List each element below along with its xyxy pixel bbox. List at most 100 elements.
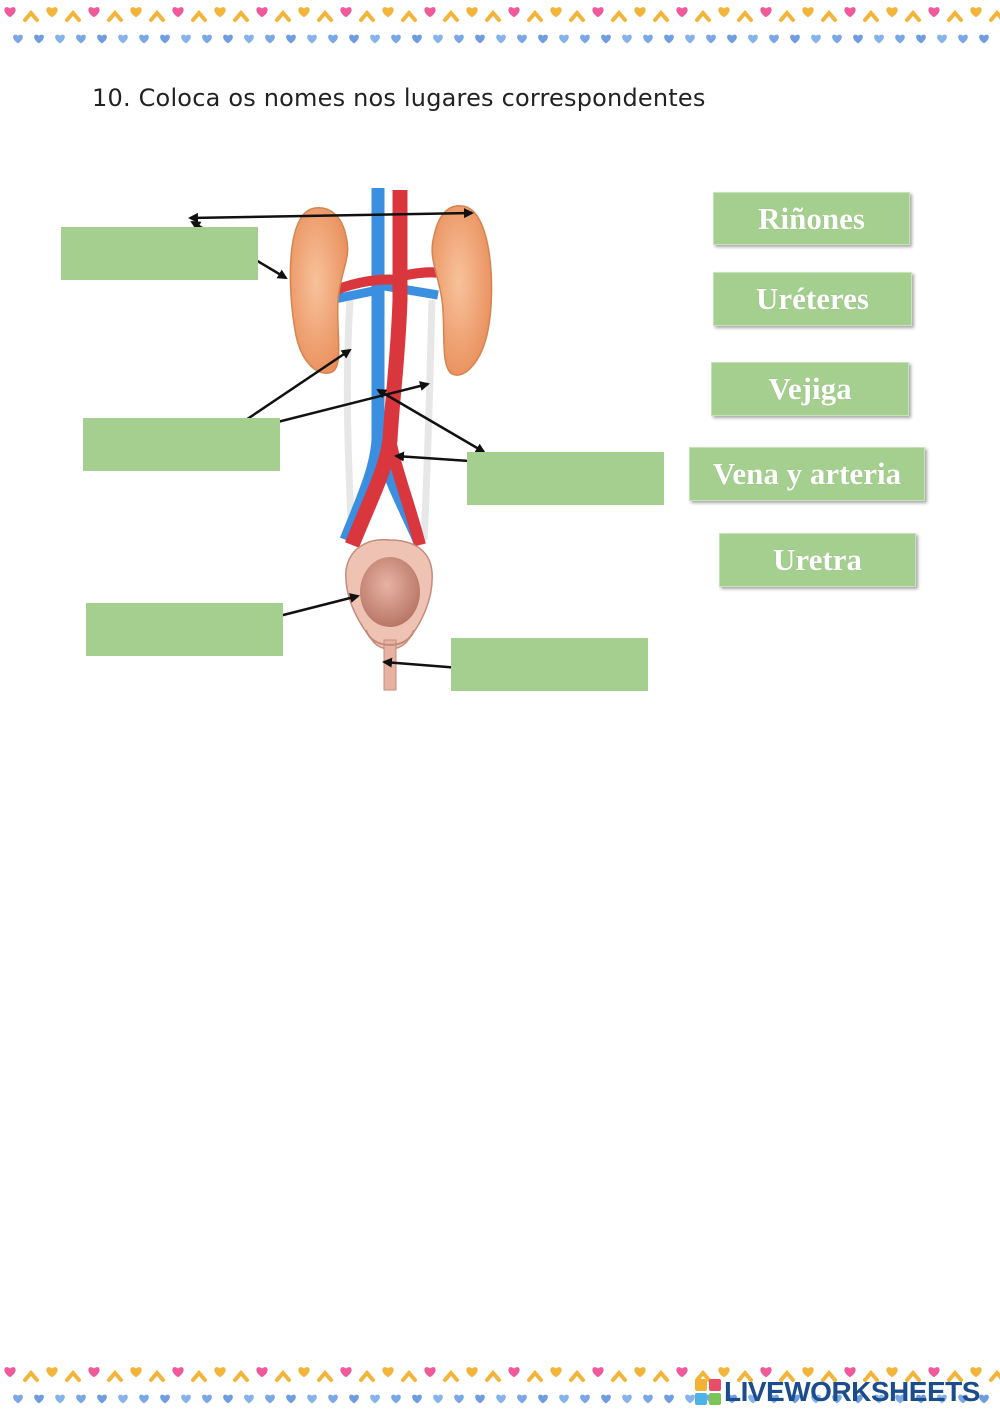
- heart-decoration: [55, 1394, 65, 1404]
- heart-decoration: [391, 34, 401, 44]
- word-card-vena-y-arteria[interactable]: Vena y arteria: [689, 447, 925, 501]
- word-card-uretra[interactable]: Uretra: [719, 533, 916, 587]
- heart-decoration: [118, 1394, 128, 1404]
- heart-decoration: [475, 34, 485, 44]
- heart-decoration: [718, 1367, 730, 1378]
- chevron-decoration: [653, 1369, 669, 1382]
- heart-decoration: [802, 1367, 814, 1378]
- heart-decoration: [223, 1394, 233, 1404]
- chevron-decoration: [317, 1369, 333, 1382]
- heart-decoration: [727, 34, 737, 44]
- heart-decoration: [643, 34, 653, 44]
- chevron-decoration: [569, 1369, 585, 1382]
- chevron-decoration: [821, 9, 837, 22]
- heart-decoration: [46, 7, 58, 18]
- chevron-decoration: [359, 9, 375, 22]
- heart-decoration: [634, 7, 646, 18]
- heart-decoration: [664, 1394, 674, 1404]
- heart-decoration: [559, 1394, 569, 1404]
- heart-decoration: [928, 1367, 940, 1378]
- heart-decoration: [160, 1394, 170, 1404]
- urinary-system-diagram: [188, 188, 493, 691]
- heart-decoration: [202, 1394, 212, 1404]
- liveworksheets-brand-text: LIVEWORKSHEETS: [724, 1376, 980, 1407]
- heart-decoration: [265, 34, 275, 44]
- heart-decoration: [769, 1394, 779, 1404]
- urethra: [383, 639, 397, 691]
- chevron-decoration: [947, 1369, 963, 1382]
- heart-decoration: [601, 34, 611, 44]
- heart-decoration: [349, 34, 359, 44]
- heart-decoration: [88, 7, 100, 18]
- heart-decoration: [202, 34, 212, 44]
- answer-box-bladder[interactable]: [86, 603, 283, 656]
- heart-decoration: [592, 7, 604, 18]
- heart-decoration: [685, 34, 695, 44]
- heart-decoration: [916, 1394, 926, 1404]
- heart-decoration: [580, 34, 590, 44]
- heart-decoration: [118, 34, 128, 44]
- heart-decoration: [748, 1394, 758, 1404]
- heart-decoration: [4, 7, 16, 18]
- heart-decoration: [76, 34, 86, 44]
- chevron-decoration: [401, 9, 417, 22]
- heart-decoration: [727, 1394, 737, 1404]
- heart-decoration: [517, 1394, 527, 1404]
- heart-decoration: [298, 1367, 310, 1378]
- heart-decoration: [760, 1367, 772, 1378]
- heart-decoration: [424, 7, 436, 18]
- heart-decoration: [181, 34, 191, 44]
- answer-box-ureters[interactable]: [83, 418, 280, 471]
- heart-decoration: [844, 1367, 856, 1378]
- chevron-decoration: [527, 9, 543, 22]
- liveworksheets-logo: LIVEWORKSHEETS: [695, 1376, 980, 1408]
- chevron-decoration: [485, 1369, 501, 1382]
- chevron-decoration: [65, 1369, 81, 1382]
- chevron-decoration: [23, 9, 39, 22]
- heart-decoration: [970, 7, 982, 18]
- heart-decoration: [433, 34, 443, 44]
- heart-decoration: [874, 34, 884, 44]
- heart-decoration: [130, 1367, 142, 1378]
- heart-decoration: [811, 34, 821, 44]
- answer-box-vein-artery[interactable]: [467, 452, 664, 505]
- heart-decoration: [886, 7, 898, 18]
- answer-box-urethra[interactable]: [451, 638, 648, 691]
- chevron-decoration: [191, 1369, 207, 1382]
- heart-decoration: [466, 1367, 478, 1378]
- heart-decoration: [286, 34, 296, 44]
- word-card-vejiga[interactable]: Vejiga: [711, 362, 909, 416]
- heart-decoration: [139, 34, 149, 44]
- word-card-ureteres[interactable]: Uréteres: [713, 272, 912, 326]
- heart-decoration: [790, 34, 800, 44]
- heart-decoration: [508, 1367, 520, 1378]
- heart-decoration: [382, 7, 394, 18]
- word-card-rinones[interactable]: Riñones: [713, 192, 910, 245]
- chevron-decoration: [401, 1369, 417, 1382]
- heart-decoration: [790, 1394, 800, 1404]
- heart-decoration: [340, 7, 352, 18]
- heart-decoration: [139, 1394, 149, 1404]
- heart-decoration: [664, 34, 674, 44]
- heart-decoration: [916, 34, 926, 44]
- chevron-decoration: [23, 1369, 39, 1382]
- heart-decoration: [160, 34, 170, 44]
- heart-decoration: [832, 34, 842, 44]
- chevron-decoration: [107, 9, 123, 22]
- heart-decoration: [718, 7, 730, 18]
- heart-decoration: [811, 1394, 821, 1404]
- heart-decoration: [886, 1367, 898, 1378]
- heart-decoration: [307, 1394, 317, 1404]
- heart-decoration: [802, 7, 814, 18]
- heart-decoration: [454, 1394, 464, 1404]
- chevron-decoration: [275, 1369, 291, 1382]
- heart-decoration: [685, 1394, 695, 1404]
- answer-box-kidneys[interactable]: [61, 227, 258, 280]
- chevron-decoration: [233, 1369, 249, 1382]
- chevron-decoration: [737, 9, 753, 22]
- heart-decoration: [508, 7, 520, 18]
- heart-decoration: [760, 7, 772, 18]
- heart-decoration: [853, 1394, 863, 1404]
- heart-decoration: [97, 34, 107, 44]
- chevron-decoration: [863, 1369, 879, 1382]
